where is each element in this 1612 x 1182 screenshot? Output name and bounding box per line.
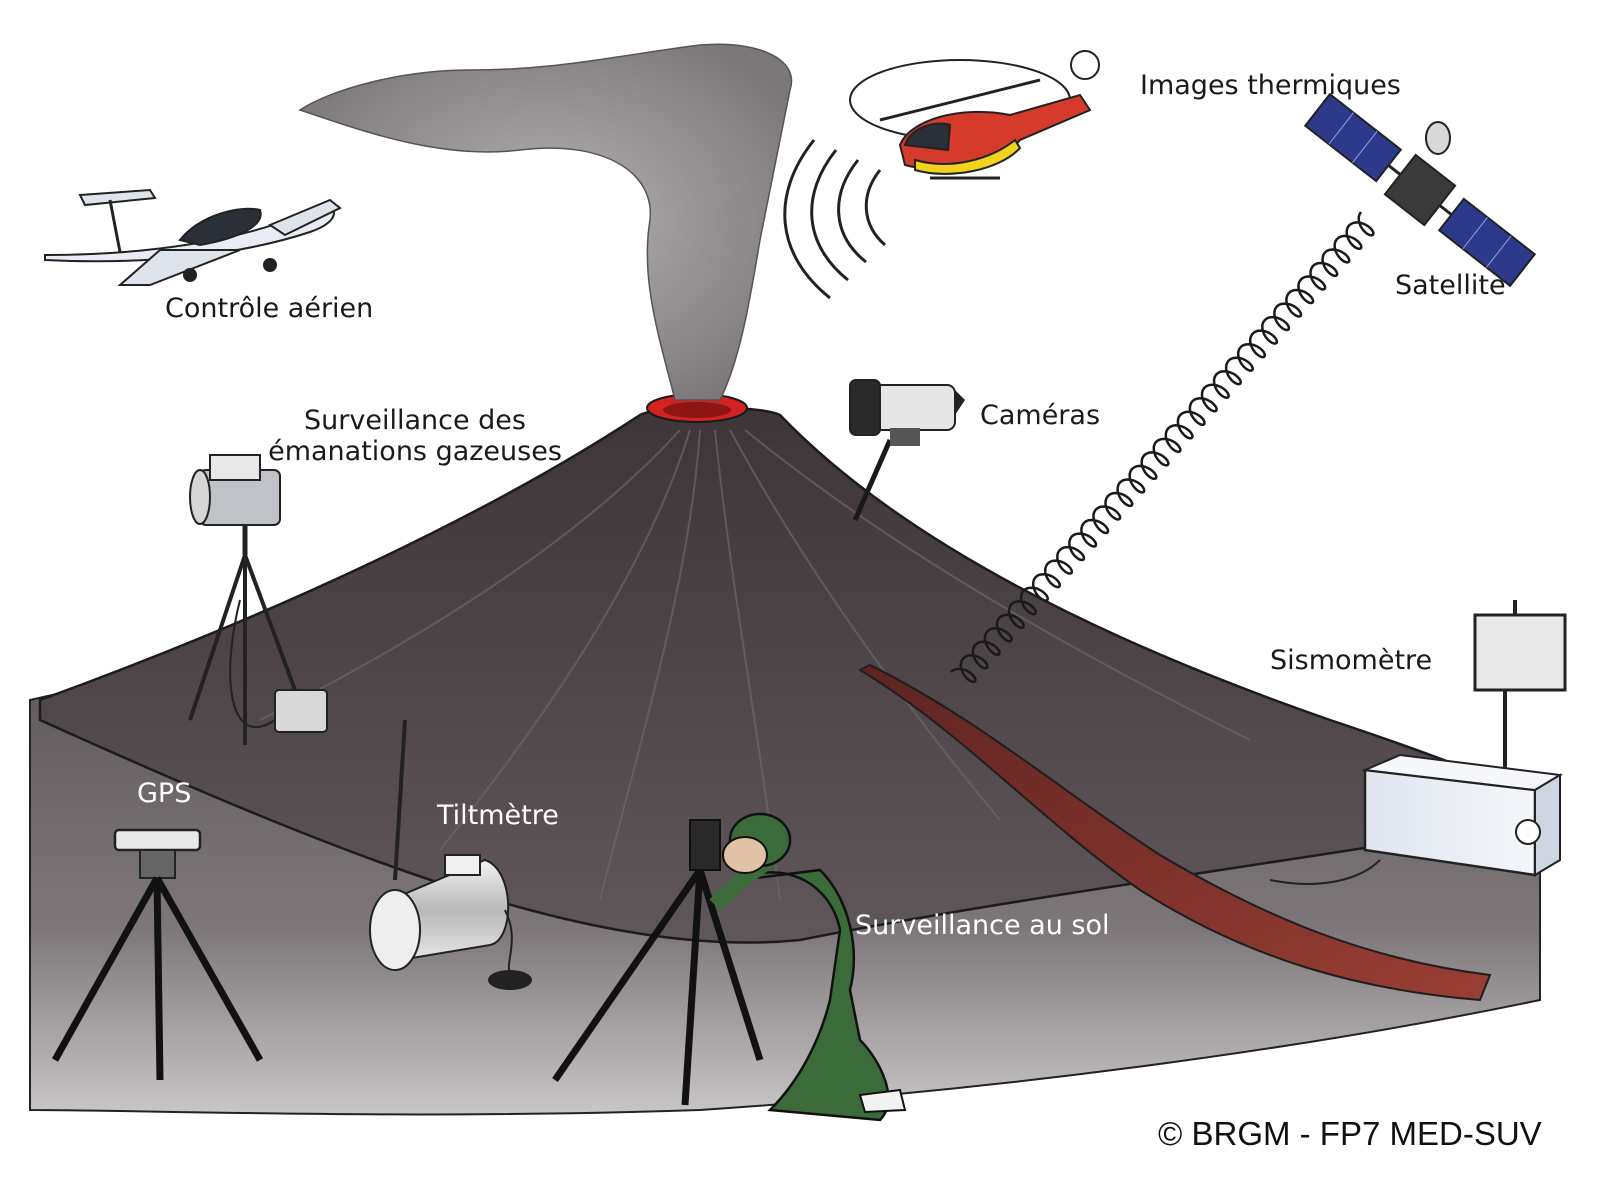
seismometer-icon bbox=[1269, 600, 1567, 885]
gas-sensor-icon bbox=[188, 454, 328, 745]
copyright-credit: © BRGM - FP7 MED-SUV bbox=[1158, 1115, 1542, 1152]
label-satellite: Satellite bbox=[1395, 270, 1506, 301]
smoke-plume bbox=[298, 43, 793, 401]
helicopter-icon bbox=[849, 50, 1100, 180]
thermal-waves-icon bbox=[783, 139, 886, 300]
lava-fissure bbox=[857, 663, 1492, 1002]
gps-icon bbox=[51, 828, 264, 1081]
satellite-icon bbox=[1303, 92, 1537, 288]
volcano-ridges bbox=[259, 429, 1251, 901]
label-seismometer: Sismomètre bbox=[1270, 645, 1433, 676]
label-ground-survey: Surveillance au sol bbox=[855, 910, 1110, 941]
label-cameras: Caméras bbox=[980, 400, 1101, 431]
label-gas-monitoring-line2: émanations gazeuses bbox=[268, 436, 562, 468]
label-gas-monitoring: Surveillance des émanations gazeuses bbox=[255, 405, 575, 467]
satellite-signal-coil bbox=[950, 211, 1375, 684]
surveyor-icon bbox=[552, 812, 907, 1122]
label-air-control: Contrôle aérien bbox=[165, 293, 374, 324]
label-gas-monitoring-line1: Surveillance des bbox=[304, 405, 526, 436]
label-tiltmeter: Tiltmètre bbox=[437, 800, 559, 831]
camera-icon bbox=[849, 379, 965, 522]
label-gps: GPS bbox=[137, 778, 192, 809]
airplane-icon bbox=[44, 188, 342, 286]
tiltmeter-icon bbox=[369, 719, 532, 990]
volcano-cone bbox=[38, 406, 1542, 944]
label-thermal-images: Images thermiques bbox=[1140, 70, 1401, 101]
